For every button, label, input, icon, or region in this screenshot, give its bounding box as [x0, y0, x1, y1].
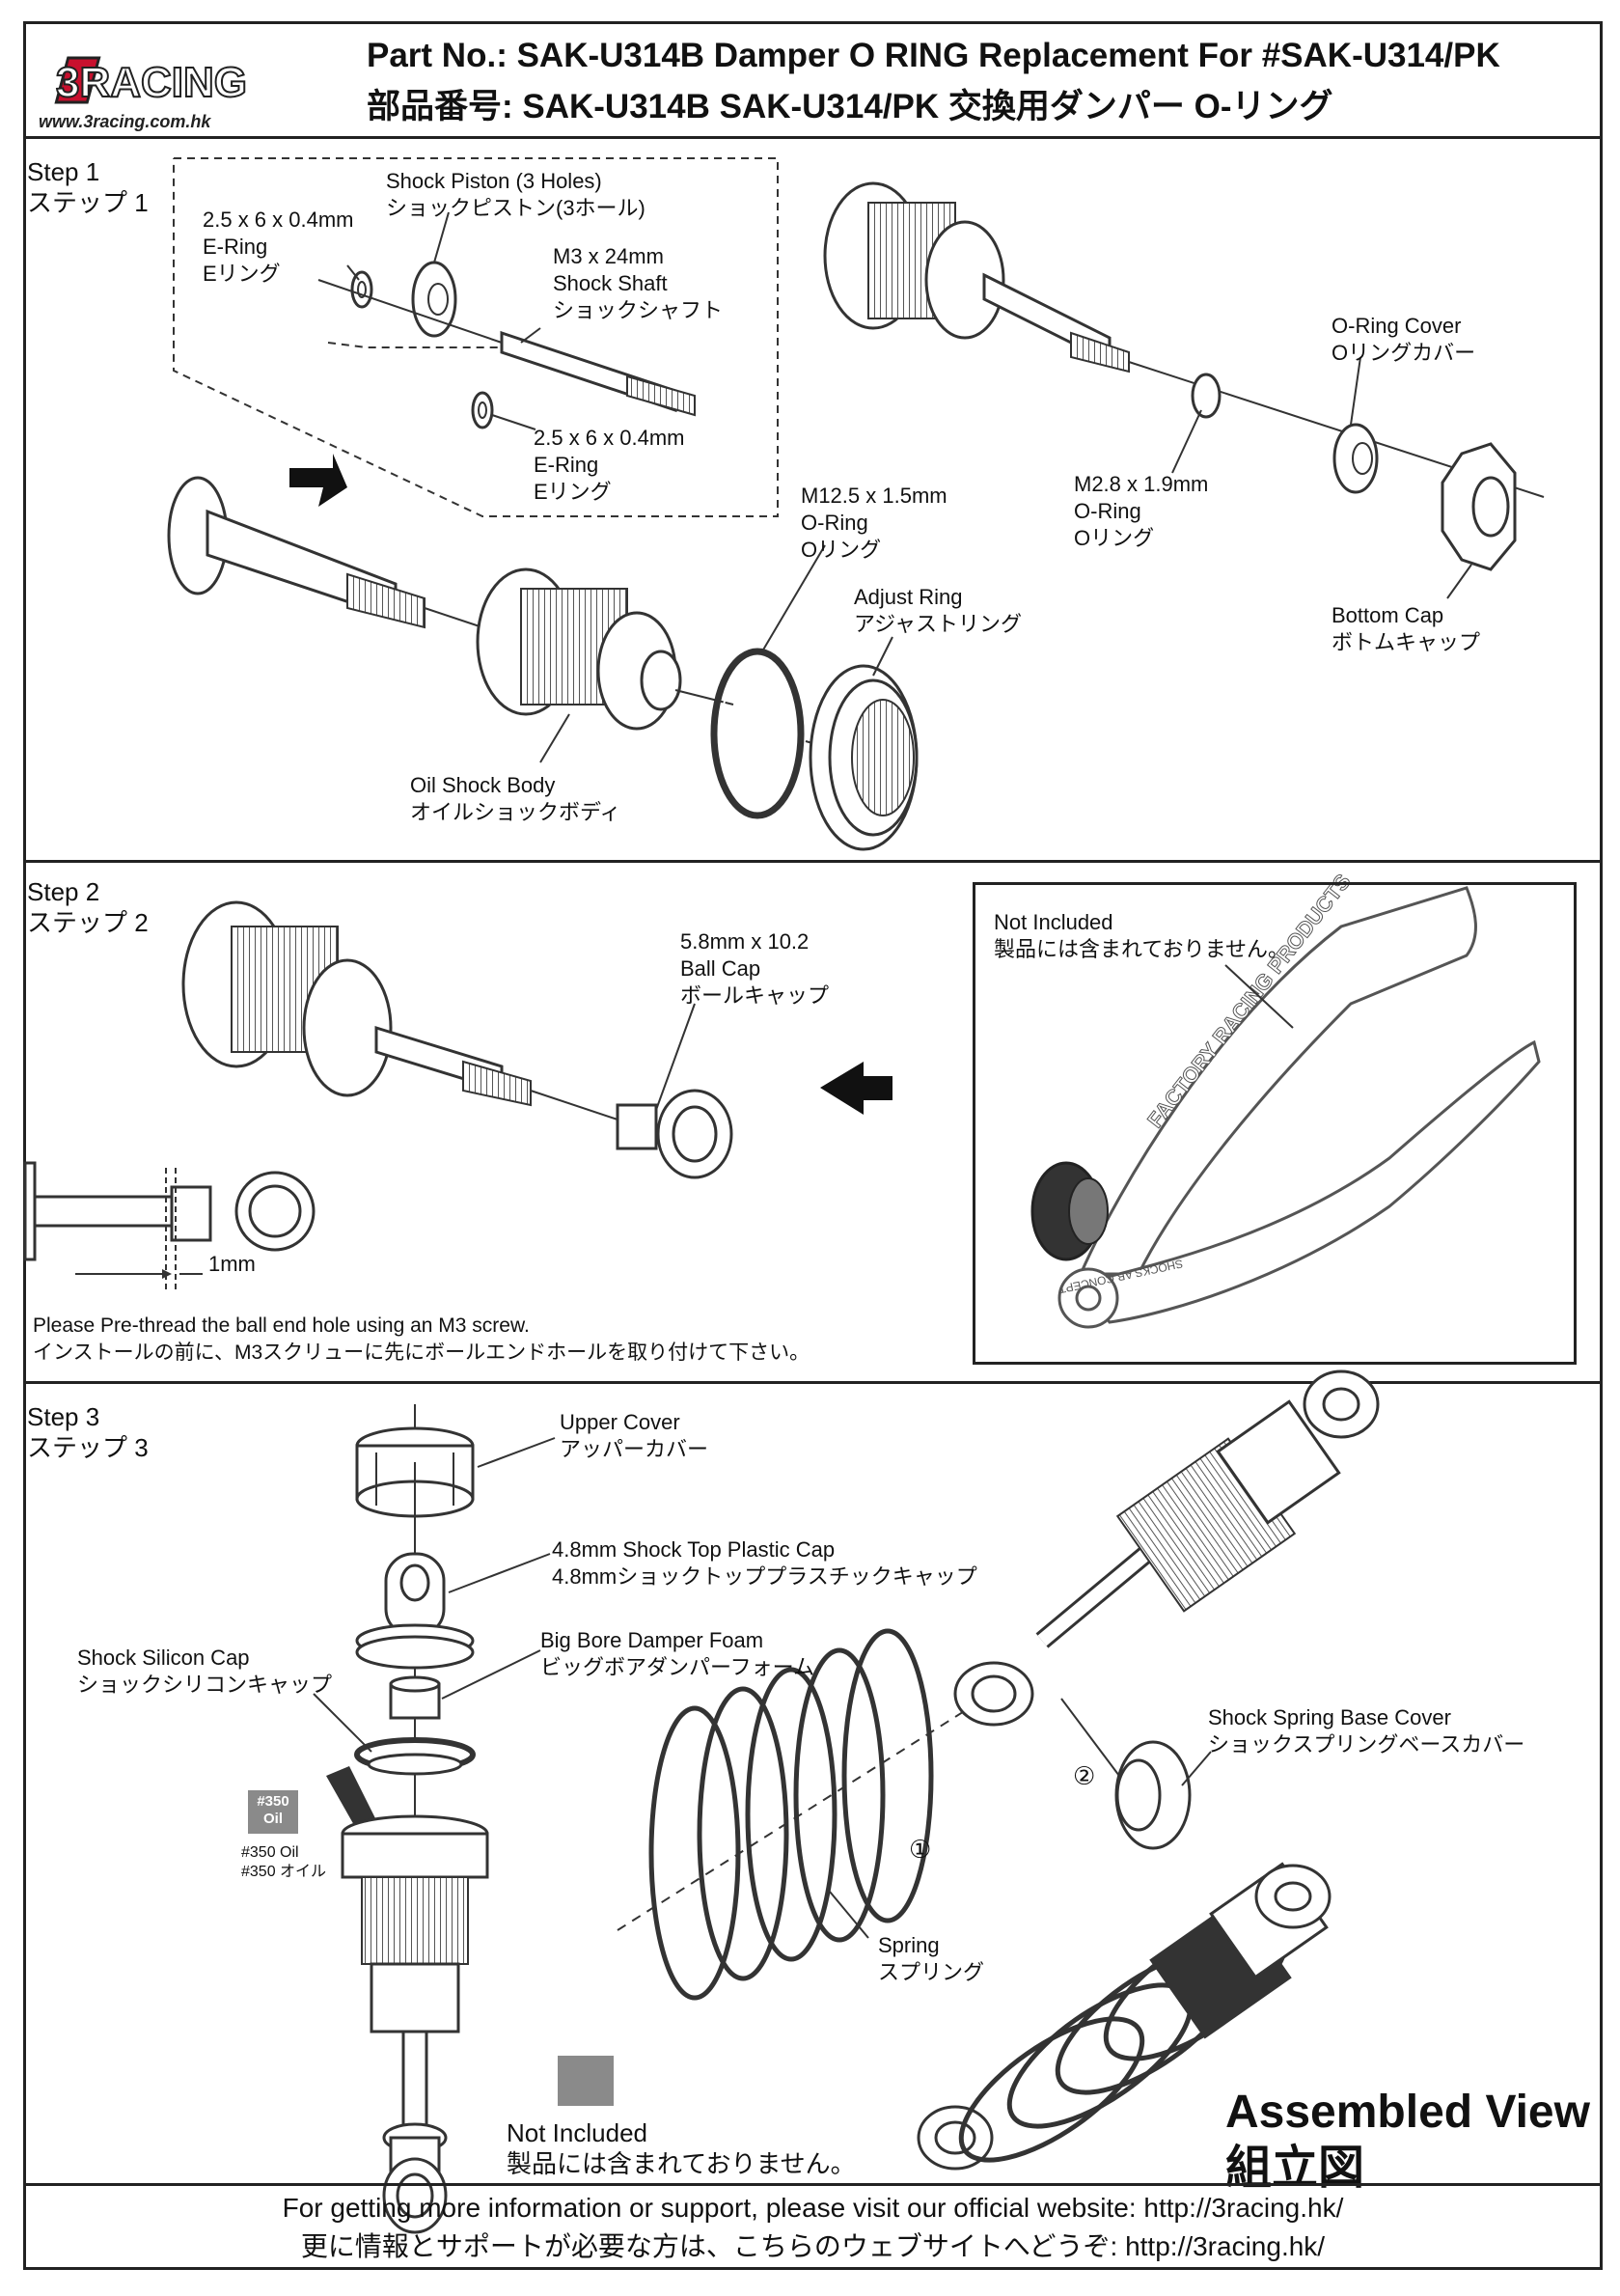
shock-body-shaft-icon [823, 181, 1130, 373]
oil-bottle-label: #350 Oil [257, 1793, 289, 1827]
label-ball-cap: 5.8mm x 10.2 Ball Cap ボールキャップ [680, 929, 830, 1008]
assembled-shock-icon [917, 1862, 1332, 2171]
step-mark-1: ① [909, 1835, 932, 1864]
step1-label: Step 1 ステップ 1 [27, 156, 149, 218]
label-e-ring-1: 2.5 x 6 x 0.4mm E-Ring Eリング [203, 207, 354, 286]
label-adjust-ring: Adjust Ring アジャストリング [854, 585, 1023, 636]
brand-logo: 3RACING www.3racing.com.hk [39, 56, 248, 131]
title-en: Part No.: SAK-U314B Damper O RING Replac… [367, 37, 1500, 74]
label-top-plastic-cap: 4.8mm Shock Top Plastic Cap 4.8mmショックトップ… [552, 1537, 977, 1589]
step2-label: Step 2 ステップ 2 [27, 876, 149, 938]
label-shock-shaft: M3 x 24mm Shock Shaft ショックシャフト [553, 244, 724, 322]
label-o-ring-small: M2.8 x 1.9mm O-Ring Oリング [1074, 472, 1209, 550]
label-not-included-tool: Not Included 製品には含まれておりません。 [994, 910, 1290, 961]
assembled-view-title: Assembled View 組立図 [1225, 2087, 1590, 2194]
upper-cover-icon [355, 1426, 475, 1518]
shaft-assembly-icon [167, 476, 426, 629]
label-oil: #350 Oil #350 オイル [241, 1844, 327, 1880]
footer-line-en: For getting more information or support,… [282, 2193, 1344, 2223]
o-ring-big-icon [710, 648, 805, 819]
top-plastic-cap-icon [355, 1552, 475, 1670]
footer-line-jp: 更に情報とサポートが必要な方は、こちらのウェブサイトへどうぞ: http://3… [300, 2231, 1326, 2261]
step2-section [23, 863, 1603, 1384]
label-e-ring-2: 2.5 x 6 x 0.4mm E-Ring Eリング [534, 426, 685, 504]
step2-label-en: Step 2 [27, 877, 100, 906]
step3-label-en: Step 3 [27, 1402, 100, 1431]
label-upper-cover: Upper Cover アッパーカバー [560, 1410, 709, 1461]
logo-text: 3RACING [56, 59, 247, 106]
label-spring: Spring スプリング [878, 1933, 985, 1984]
label-shock-piston: Shock Piston (3 Holes) ショックピストン(3ホール) [386, 169, 645, 220]
label-spring-base-cover: Shock Spring Base Cover ショックスプリングベースカバー [1208, 1705, 1525, 1757]
shock-body-step2-icon [181, 900, 532, 1107]
label-not-included-oil: Not Included 製品には含まれておりません。 [507, 2118, 856, 2178]
bottom-cap-icon [1441, 442, 1517, 571]
logo-url: www.3racing.com.hk [39, 112, 211, 131]
oil-bottle-icon [248, 1766, 378, 1834]
footer-divider [23, 2183, 1603, 2186]
o-ring-cover-icon [1332, 423, 1379, 494]
oil-shock-body-icon [476, 567, 682, 731]
ball-end-detail-icon [23, 1161, 316, 1293]
label-o-ring-cover: O-Ring Cover Oリングカバー [1332, 314, 1476, 365]
not-included-tool-box [973, 882, 1577, 1365]
header [23, 21, 1603, 139]
o-ring-small-icon [1191, 373, 1222, 419]
label-o-ring-big: M12.5 x 1.5mm O-Ring Oリング [801, 484, 947, 562]
damper-foam-icon [389, 1675, 441, 1720]
adjust-ring-icon [809, 664, 919, 851]
step1-label-en: Step 1 [27, 157, 100, 186]
shock-shaft-icon [500, 330, 696, 417]
shock-body-step3-icon [341, 1814, 489, 2234]
e-ring-2-icon [471, 391, 494, 429]
pre-thread-instruction: Please Pre-thread the ball end hole usin… [33, 1314, 810, 1364]
title-jp: 部品番号: SAK-U314B SAK-U314/PK 交換用ダンパー O-リン… [367, 88, 1333, 125]
shock-body-assembly-icon [953, 1369, 1380, 1727]
label-oil-shock-body: Oil Shock Body オイルショックボディ [410, 773, 621, 824]
silicon-cap-icon [354, 1737, 476, 1776]
spring-base-cover-icon [1114, 1740, 1192, 1850]
step1-label-jp: ステップ 1 [27, 188, 149, 217]
label-gap: 1mm [208, 1252, 256, 1276]
e-ring-1-icon [350, 270, 373, 309]
not-included-swatch [558, 2056, 614, 2106]
step2-label-jp: ステップ 2 [27, 908, 149, 937]
label-silicon-cap: Shock Silicon Cap ショックシリコンキャップ [77, 1646, 333, 1697]
arrow-down-icon [289, 454, 347, 507]
label-bottom-cap: Bottom Cap ボトムキャップ [1332, 603, 1481, 654]
step1-section [23, 139, 1603, 863]
step3-label: Step 3 ステップ 3 [27, 1401, 149, 1463]
page-frame [23, 21, 1603, 2270]
arrow-left-icon [820, 1062, 892, 1115]
ball-cap-icon [616, 1089, 733, 1179]
label-damper-foam: Big Bore Damper Foam ビッグボアダンパーフォーム [540, 1628, 815, 1679]
step3-label-jp: ステップ 3 [27, 1433, 149, 1462]
footer: For getting more information or support,… [23, 2189, 1603, 2266]
step-mark-2: ② [1073, 1761, 1096, 1790]
shock-piston-icon [411, 261, 457, 338]
piston-group-outline [173, 157, 779, 517]
